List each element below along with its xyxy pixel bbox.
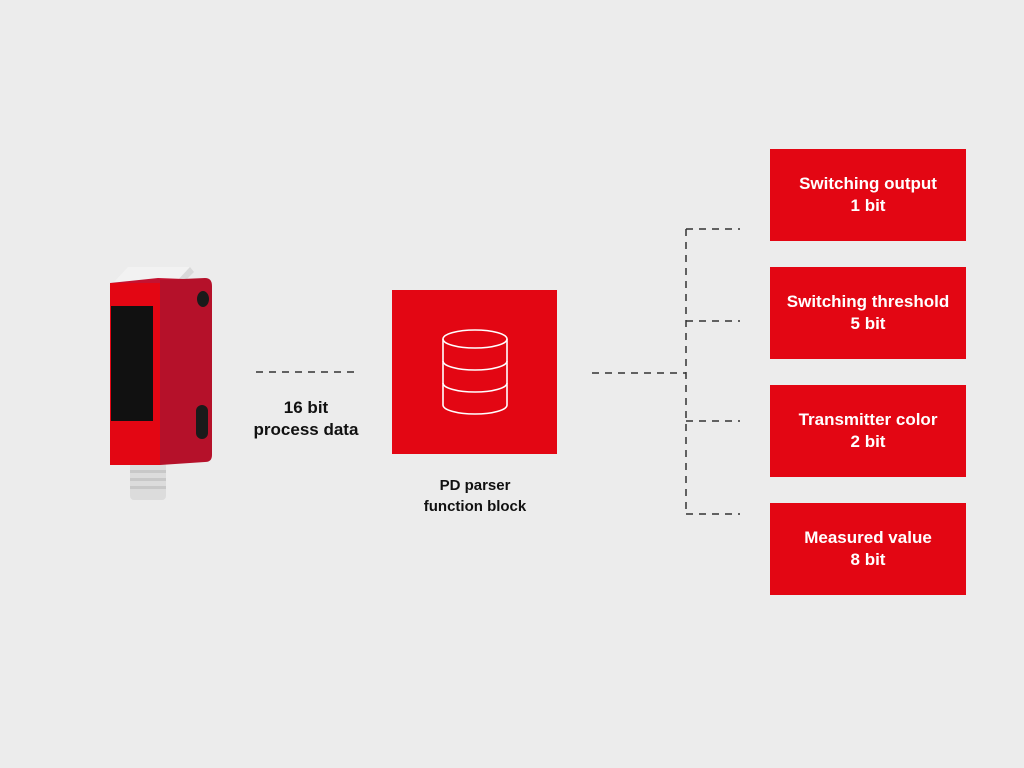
input-label-desc: process data	[253, 420, 359, 439]
parser-label: PD parser function block	[390, 475, 560, 517]
input-label: 16 bit process data	[236, 397, 376, 441]
output-name: Measured value	[804, 528, 932, 547]
output-name: Switching output	[799, 174, 937, 193]
output-name: Switching threshold	[786, 292, 950, 311]
database-icon	[441, 329, 508, 415]
parser-label-subtitle: function block	[423, 498, 527, 515]
output-box-measured-value: Measured value 8 bit	[770, 503, 966, 595]
sensor-device-icon	[110, 267, 212, 500]
output-bits: 5 bit	[850, 314, 886, 333]
output-connector-lines	[592, 228, 740, 515]
output-box-switching-output: Switching output 1 bit	[770, 149, 966, 241]
output-box-transmitter-color: Transmitter color 2 bit	[770, 385, 966, 477]
output-bits: 2 bit	[850, 432, 886, 451]
parser-block	[392, 290, 557, 454]
parser-label-title: PD parser	[439, 477, 511, 494]
input-label-bits: 16 bit	[283, 398, 329, 417]
output-box-switching-threshold: Switching threshold 5 bit	[770, 267, 966, 359]
output-name: Transmitter color	[798, 410, 938, 429]
output-bits: 8 bit	[850, 550, 886, 569]
output-bits: 1 bit	[850, 196, 886, 215]
